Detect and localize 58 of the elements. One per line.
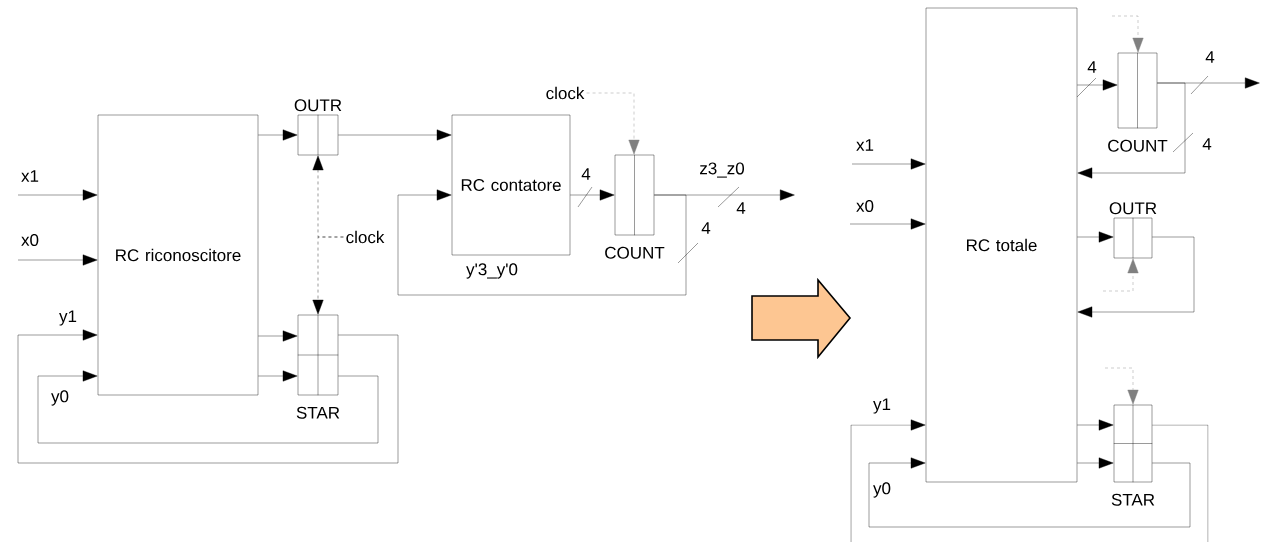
node-label: OUTR [294, 99, 342, 112]
arrow [258, 129, 298, 141]
arrow [258, 330, 298, 342]
bus-width-label: 4 [736, 202, 746, 214]
signal-label: clock [546, 86, 585, 100]
dashed-arrow [1111, 15, 1144, 53]
edge-label: x1 [20, 169, 40, 183]
signal-label: clock [346, 230, 385, 244]
logic-block: RC riconoscitore [97, 114, 259, 396]
register: STAR [1111, 404, 1155, 506]
node-label: COUNT [605, 246, 665, 259]
edge-label: y1 [58, 309, 78, 327]
edge-label: x0 [855, 199, 875, 213]
edge-label: 4 [1204, 50, 1216, 64]
dashed-arrow [586, 92, 640, 155]
node-label: STAR [1111, 493, 1155, 506]
arrow [850, 419, 1209, 542]
edge-label: 4 [580, 167, 592, 181]
node-label: STAR [296, 406, 340, 419]
bus-width-label: 4 [701, 222, 711, 234]
register: STAR [296, 314, 340, 419]
edge-label: z3_z0 [698, 161, 746, 179]
arrow [868, 457, 1191, 528]
dashed-arrow [312, 236, 344, 315]
edge-label: y0 [872, 481, 892, 499]
arrow [1077, 79, 1118, 91]
arrow [851, 158, 926, 170]
edge-label: x0 [20, 233, 40, 247]
edge-label: x1 [855, 138, 875, 152]
arrow [258, 370, 298, 382]
arrow [338, 129, 452, 141]
logic-block: RC totale [925, 7, 1078, 483]
arrow [397, 189, 687, 296]
dashed-arrow [1102, 258, 1139, 292]
arrow [17, 254, 98, 266]
node-label: OUTR [1109, 202, 1157, 215]
arrow [37, 370, 379, 444]
arrow [1077, 419, 1114, 431]
edge-label: y0 [50, 389, 70, 407]
edge-label: 4 [1201, 137, 1213, 151]
arrow [1077, 236, 1195, 318]
edge-label: y'3_y'0 [465, 262, 519, 280]
arrow [17, 189, 98, 201]
arrow [1077, 231, 1114, 243]
register: OUTR [1109, 202, 1157, 259]
register: COUNT [605, 154, 665, 259]
dashed-arrow [1104, 367, 1139, 405]
arrow [1077, 82, 1186, 179]
edge-label: y1 [872, 397, 892, 415]
edge-label: 4 [1086, 60, 1098, 74]
register: OUTR [294, 99, 342, 156]
node-label: COUNT [1108, 139, 1168, 152]
arrow [17, 329, 399, 464]
arrow [570, 189, 615, 201]
arrow [849, 218, 926, 230]
register: COUNT [1108, 52, 1168, 152]
logic-block: RC contatore [451, 114, 571, 256]
arrow [1077, 457, 1114, 469]
